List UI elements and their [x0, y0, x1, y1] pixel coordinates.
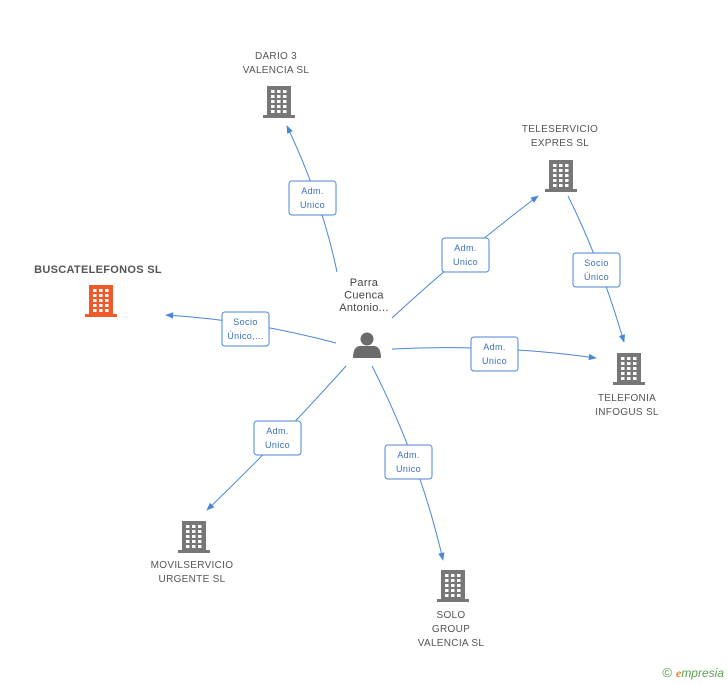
- person-icon: [353, 332, 381, 358]
- edge-role-label[interactable]: Adm.Unico: [253, 420, 302, 456]
- empresia-watermark: ©empresia: [662, 665, 724, 681]
- building-icon: [263, 86, 295, 118]
- company-name-label: BUSCATELEFONOS SL: [34, 264, 162, 276]
- building-icon: [613, 353, 645, 385]
- edge-role-text: Adm.Unico: [396, 450, 421, 474]
- building-icon: [178, 521, 210, 553]
- company-node-busca[interactable]: BUSCATELEFONOS SL: [34, 264, 162, 317]
- brand-name: mpresia: [681, 666, 724, 680]
- edge-role-label[interactable]: Adm.Unico: [470, 336, 519, 372]
- building-icon: [85, 285, 117, 317]
- copyright-symbol: ©: [662, 665, 672, 680]
- brand-initial: e: [675, 666, 682, 680]
- building-icon: [437, 570, 469, 602]
- edge-role-label[interactable]: Adm.Unico: [384, 444, 433, 480]
- edge-role-text: Adm.Unico: [482, 342, 507, 366]
- edge-role-label[interactable]: Adm.Unico: [288, 180, 337, 216]
- edge-role-text: Adm.Unico: [300, 186, 325, 210]
- edge-role-text: Adm.Unico: [453, 243, 478, 267]
- edge-role-label[interactable]: Adm.Unico: [441, 237, 490, 273]
- edge-role-text: Adm.Unico: [265, 426, 290, 450]
- building-icon: [545, 160, 577, 192]
